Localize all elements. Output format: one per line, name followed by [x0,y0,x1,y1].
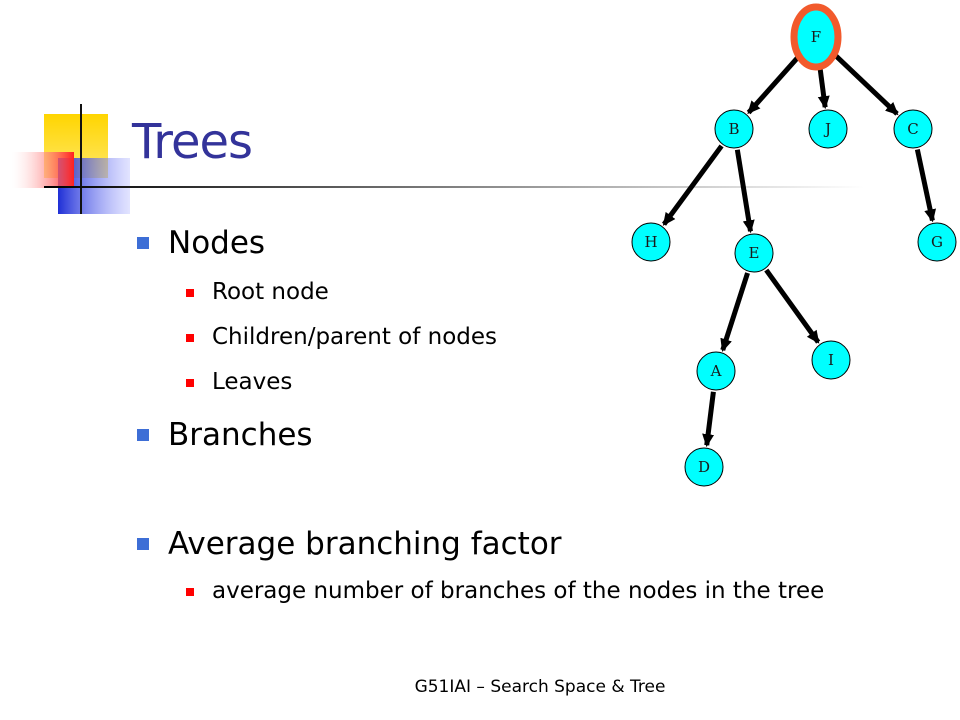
tree-node-circle [808,109,848,149]
tree-edge-e-a [720,272,750,352]
tree-node-label: A [710,362,722,380]
tree-edge-a-d [702,391,716,448]
tree-diagram: F B J C H E G A I D [631,3,957,487]
tree-node-label: C [907,120,918,138]
tree-edge-b-h [662,144,724,226]
title-underline [44,186,864,188]
tree-node-d: D [684,447,724,487]
root-highlight-ring [790,3,842,71]
tree-node-label: B [728,120,739,138]
bullet-children-parent: Children/parent of nodes [212,324,498,350]
bullet-nodes: Nodes [168,225,266,261]
tree-node-label: H [644,233,657,251]
slide-footer: G51IAI – Search Space & Tree [414,677,666,697]
tree-node-j: J [808,109,848,149]
tree-node-label: F [811,28,821,46]
tree-node-i: I [811,340,851,380]
tree-node-circle [631,222,671,262]
tree-node-circle [811,340,851,380]
sub-bullet-marker [186,334,194,342]
tree-node-label: G [931,233,943,251]
bullet-root-node: Root node [212,279,329,305]
bullet-marker [137,429,149,441]
tree-node-b: B [714,109,754,149]
tree-node-a: A [696,351,736,391]
slide-title: Trees [132,114,253,170]
bullet-marker [137,538,149,550]
tree-node-label: D [698,458,710,476]
tree-edge-f-b [746,51,804,115]
bullet-branches: Branches [168,417,313,453]
tree-node-circle [893,109,933,149]
tree-node-circle [734,233,774,273]
tree-node-h: H [631,222,671,262]
tree-node-label: I [828,351,834,369]
tree-node-circle [684,447,724,487]
tree-node-e: E [734,233,774,273]
tree-edge-e-i [764,268,821,344]
tree-node-label: J [823,120,831,138]
bullet-average-branching-factor: Average branching factor [168,526,562,562]
red-block [12,152,74,188]
sub-bullet-marker [186,379,194,387]
bullet-average-number-description: average number of branches of the nodes … [212,578,825,604]
tree-node-circle [714,109,754,149]
tree-node-f: F [790,3,842,71]
tree-node-circle [696,351,736,391]
sub-bullet-marker [186,588,194,596]
tree-edge-c-g [914,149,937,223]
tree-edge-f-c [829,49,899,116]
bullet-marker [137,237,149,249]
tree-node-g: G [917,222,957,262]
bullet-leaves: Leaves [212,369,293,395]
tree-node-c: C [893,109,933,149]
tree-edge-b-e [734,149,755,234]
tree-node-label: E [749,244,760,262]
sub-bullet-marker [186,289,194,297]
tree-node-circle [917,222,957,262]
